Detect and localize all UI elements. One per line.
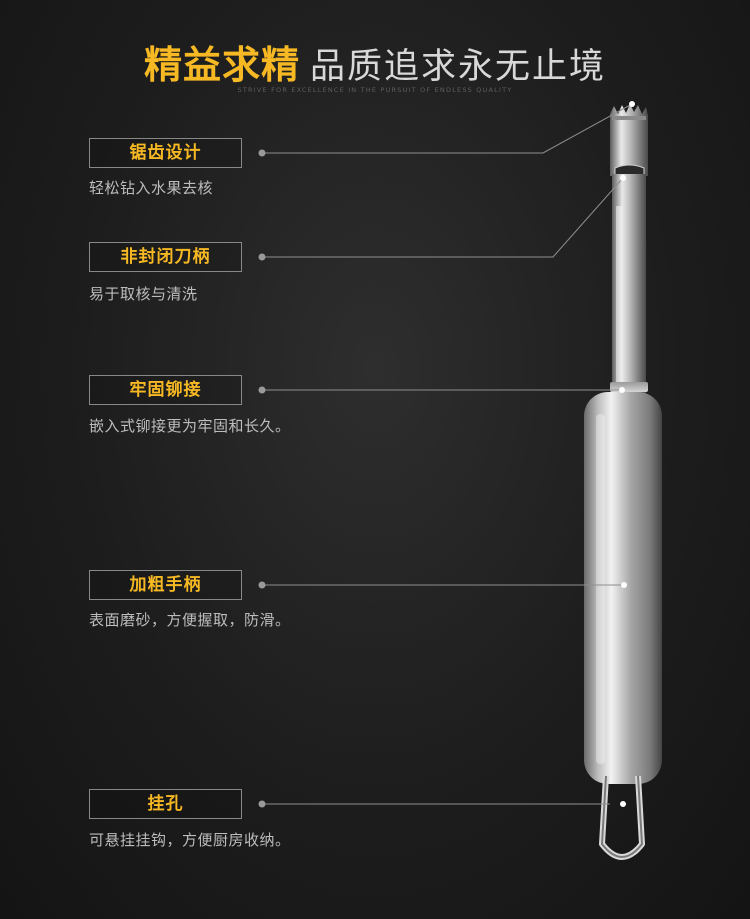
feature-label-thick-handle: 加粗手柄 bbox=[89, 570, 242, 600]
feature-desc-open-handle: 易于取核与清洗 bbox=[89, 285, 198, 303]
feature-desc-serrated: 轻松钻入水果去核 bbox=[89, 179, 214, 197]
corer-handle bbox=[584, 392, 662, 784]
callout-dot-2 bbox=[258, 253, 266, 261]
callout-dot-5 bbox=[258, 800, 266, 808]
title-accent: 精益求精 bbox=[143, 43, 300, 87]
feature-label-open-handle: 非封闭刀柄 bbox=[89, 242, 242, 272]
page-title: 精益求精品质追求永无止境 bbox=[0, 34, 750, 89]
target-dot-1 bbox=[629, 101, 635, 107]
feature-label-rivet: 牢固铆接 bbox=[89, 375, 242, 405]
callout-dot-3 bbox=[258, 386, 266, 394]
feature-desc-hang-hole: 可悬挂挂钩，方便厨房收纳。 bbox=[89, 831, 291, 849]
tagline: STRIVE FOR EXCELLENCE IN THE PURSUIT OF … bbox=[237, 86, 513, 94]
callout-dot-1 bbox=[258, 149, 266, 157]
target-dot-5 bbox=[620, 801, 626, 807]
serrated-tip bbox=[610, 104, 648, 176]
target-dot-2 bbox=[620, 175, 626, 181]
feature-desc-thick-handle: 表面磨砂，方便握取，防滑。 bbox=[89, 611, 291, 629]
callout-line-2 bbox=[262, 177, 624, 258]
target-dot-4 bbox=[621, 582, 627, 588]
title-rest: 品质追求永无止境 bbox=[310, 47, 607, 87]
feature-label-serrated: 锯齿设计 bbox=[89, 138, 242, 168]
feature-label-hang-hole: 挂孔 bbox=[89, 789, 242, 819]
apple-corer-illustration bbox=[584, 104, 662, 860]
callout-line-1 bbox=[262, 103, 633, 154]
callout-dot-4 bbox=[258, 581, 266, 589]
target-dot-3 bbox=[619, 387, 625, 393]
feature-desc-rivet: 嵌入式铆接更为牢固和长久。 bbox=[89, 417, 291, 435]
